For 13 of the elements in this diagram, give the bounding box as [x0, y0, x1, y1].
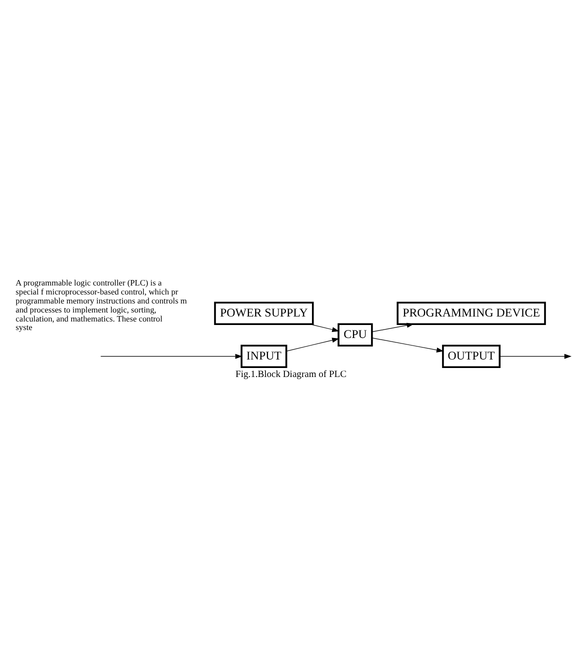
arrow — [310, 324, 340, 332]
node-box: POWER SUPPLY — [214, 302, 314, 326]
arrow — [499, 354, 572, 359]
arrow — [286, 338, 340, 352]
arrow — [372, 322, 414, 332]
label: A programmable logic controller (PLC) is a special f microprocessor-based control, which pr programmable memory instructions and controls m and processes to implement logic, sorting, calculation, and mathematics. These control syste — [16, 278, 187, 332]
node-box: CPU — [338, 323, 373, 346]
node-box: OUTPUT — [442, 344, 501, 368]
arrow — [372, 338, 444, 352]
arrow — [100, 354, 242, 359]
node-box: PROGRAMMING DEVICE — [396, 302, 546, 326]
node-box: INPUT — [240, 344, 288, 368]
caption: Fig.1.Block Diagram of PLC — [236, 369, 346, 380]
